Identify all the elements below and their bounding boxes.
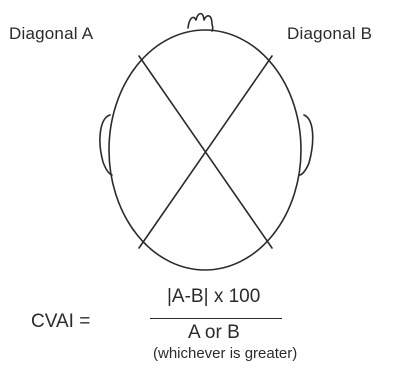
hair-tuft xyxy=(188,14,213,31)
fraction-bar xyxy=(150,318,282,319)
formula-lhs: CVAI = xyxy=(31,311,90,333)
formula-numerator: |A-B| x 100 xyxy=(167,286,260,308)
formula-note: (whichever is greater) xyxy=(153,345,297,362)
right-ear xyxy=(300,115,313,175)
formula-denominator: A or B xyxy=(188,322,240,344)
diagonal-a-label: Diagonal A xyxy=(9,24,93,44)
diagonal-b-label: Diagonal B xyxy=(287,24,372,44)
